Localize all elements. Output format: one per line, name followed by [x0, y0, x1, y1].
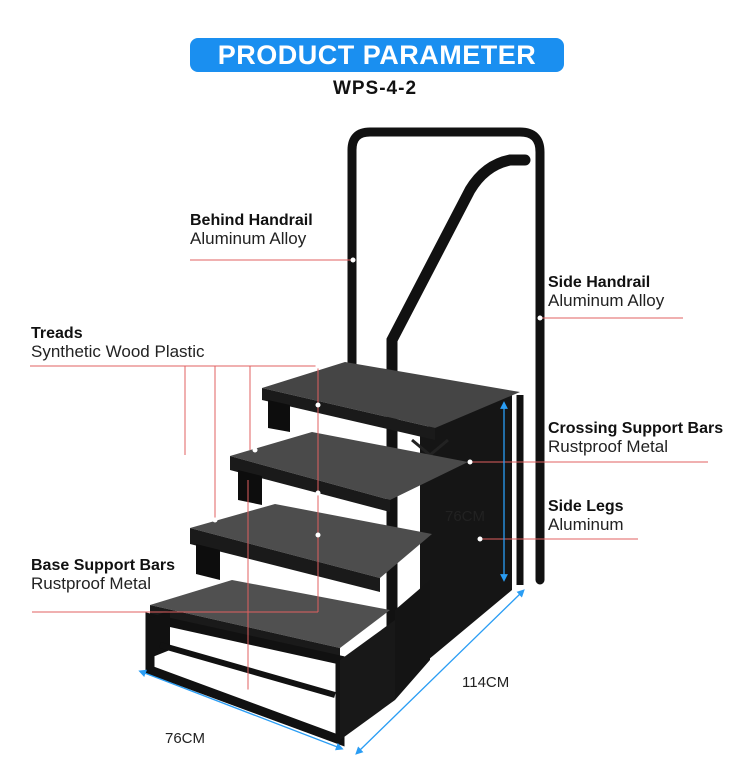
label-title: Side Handrail: [548, 274, 651, 291]
dimension-arrows: [138, 401, 525, 755]
label-title: Crossing Support Bars: [548, 420, 724, 437]
label-treads: Treads Synthetic Wood Plastic: [31, 325, 205, 361]
label-behind-handrail: Behind Handrail Aluminum Alloy: [190, 212, 313, 248]
side-handrail: [386, 154, 531, 696]
label-material: Aluminum Alloy: [190, 228, 307, 248]
label-crossing-support-bars: Crossing Support Bars Rustproof Metal: [548, 420, 723, 456]
label-side-legs: Side Legs Aluminum: [548, 498, 624, 534]
label-material: Aluminum Alloy: [548, 290, 665, 310]
dimension-width: 76CM: [165, 730, 206, 747]
label-material: Rustproof Metal: [548, 436, 668, 456]
dimension-depth: 114CM: [462, 674, 510, 691]
label-material: Rustproof Metal: [31, 573, 151, 593]
behind-handrail: [347, 127, 545, 585]
tread: [230, 432, 468, 500]
model-number: WPS-4-2: [332, 78, 418, 99]
label-base-support-bars: Base Support Bars Rustproof Metal: [31, 557, 175, 593]
label-title: Treads: [31, 325, 83, 342]
label-side-handrail: Side Handrail Aluminum Alloy: [548, 274, 664, 310]
label-title: Side Legs: [548, 498, 624, 515]
label-material: Aluminum: [548, 514, 624, 534]
label-title: Base Support Bars: [31, 557, 176, 574]
label-material: Synthetic Wood Plastic: [31, 341, 205, 361]
page-title: PRODUCT PARAMETER: [217, 39, 537, 70]
dimension-height: 76CM: [445, 508, 486, 525]
title-banner: PRODUCT PARAMETER: [190, 38, 564, 72]
label-title: Behind Handrail: [190, 212, 313, 229]
leader-lines: [30, 259, 708, 692]
